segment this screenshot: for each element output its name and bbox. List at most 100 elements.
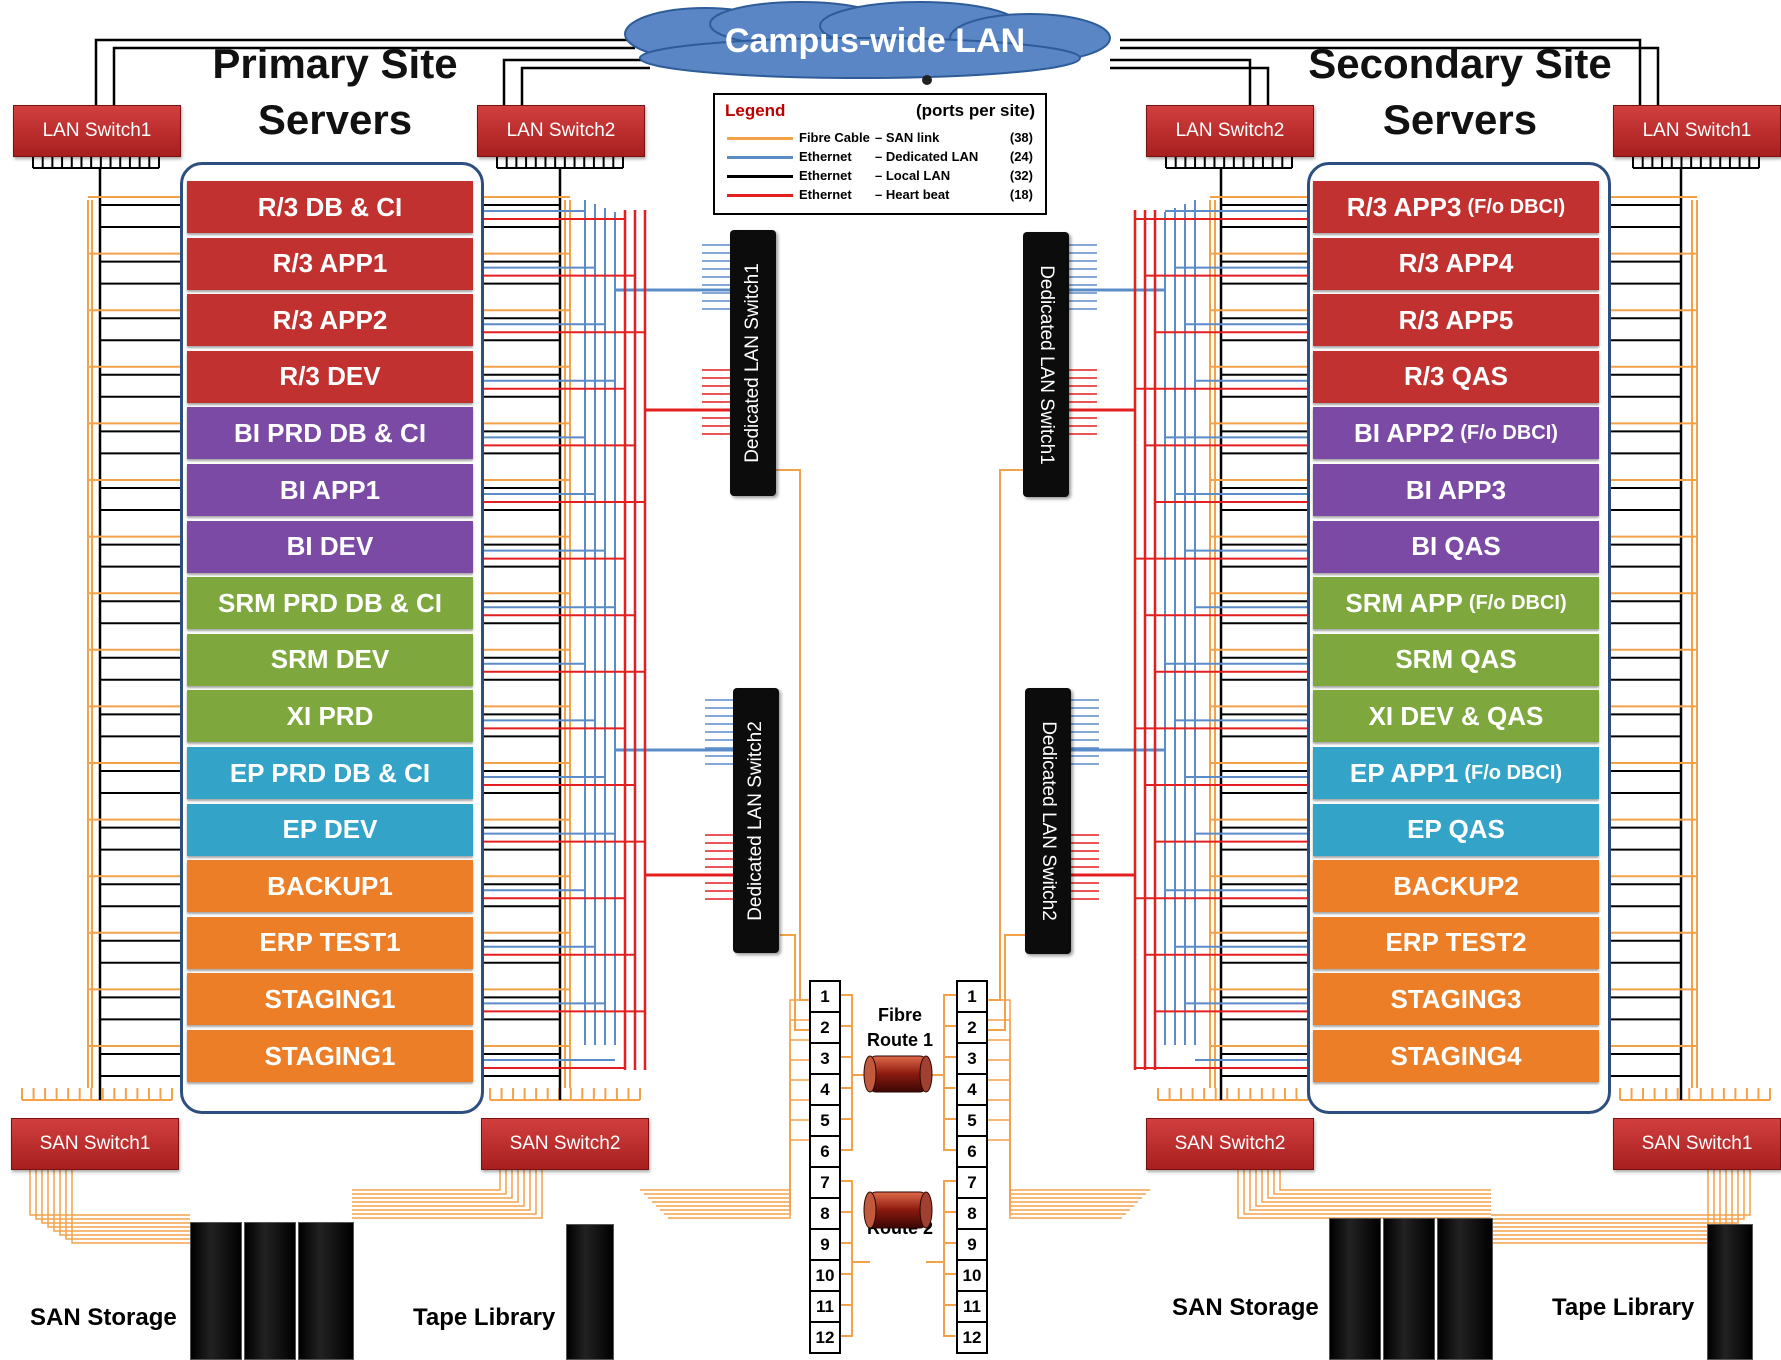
secondary-server-block: SRM QAS	[1313, 633, 1599, 686]
secondary-server-block: R/3 APP5	[1313, 294, 1599, 347]
server-label: BACKUP1	[267, 870, 393, 901]
primary-server-block: STAGING1	[187, 1030, 473, 1082]
secondary-server-block: BI APP2(F/o DBCI)	[1313, 407, 1599, 460]
san-storage-link	[988, 1119, 1126, 1215]
legend-row-desc: – Heart beat	[875, 187, 950, 202]
server-label: BI APP1	[279, 474, 381, 505]
patch-port: 7	[811, 1168, 839, 1199]
san-storage-link	[1491, 1168, 1751, 1216]
server-label: BI QAS	[1411, 531, 1501, 562]
legend-row-type: Ethernet	[799, 149, 852, 164]
secondary-lan-switch1: LAN Switch1	[1613, 105, 1781, 157]
legend-row-desc: – Dedicated LAN	[875, 149, 979, 164]
heartbeat-line-swatch	[727, 194, 793, 197]
san-storage-link	[71, 1168, 190, 1244]
legend-row-count: (32)	[1009, 168, 1033, 183]
primary-server-block: BI PRD DB & CI	[187, 407, 473, 460]
secondary-san-switch2: SAN Switch2	[1146, 1118, 1314, 1170]
server-label: R/3 QAS	[1403, 361, 1509, 392]
uplink-cable	[502, 58, 650, 105]
primary-title-line2: Servers	[257, 96, 413, 143]
secondary-server-block: ERP TEST2	[1313, 916, 1599, 969]
legend-row-count: (18)	[1009, 187, 1033, 202]
server-label: BI PRD DB & CI	[233, 417, 427, 448]
secondary-site-title: Secondary Site Servers	[1300, 36, 1620, 148]
dedicated-switch-label: Dedicated LAN Switch1	[1036, 264, 1057, 465]
primary-site-title: Primary Site Servers	[195, 36, 475, 148]
server-label: SRM APP	[1345, 587, 1463, 618]
san-storage-link	[352, 1168, 543, 1219]
san-storage-link	[988, 999, 1150, 1191]
san-storage-link	[1267, 1168, 1491, 1199]
legend-title: Legend	[725, 101, 786, 120]
primary-server-block: XI PRD	[187, 690, 473, 743]
primary-server-block: R/3 APP1	[187, 237, 473, 290]
san-storage-link	[29, 1168, 190, 1216]
san-storage-link	[1491, 1168, 1721, 1236]
patch-port: 11	[811, 1292, 839, 1323]
patch-port: 10	[958, 1261, 986, 1292]
san-storage-link	[640, 999, 809, 1191]
patch-port: 6	[958, 1137, 986, 1168]
san-storage-link	[352, 1168, 537, 1215]
secondary-san-storage-unit	[1437, 1218, 1493, 1360]
secondary-server-block: BACKUP2	[1313, 860, 1599, 913]
secondary-server-block: R/3 QAS	[1313, 350, 1599, 403]
dedicated-switch-label: Dedicated LAN Switch2	[745, 720, 766, 921]
patch-port: 5	[811, 1106, 839, 1137]
secondary-tape-library-unit	[1707, 1224, 1753, 1360]
san-storage-link	[988, 1019, 1146, 1195]
uplink-cable	[1110, 58, 1252, 105]
fibre-link	[841, 1261, 870, 1337]
local-line-swatch	[727, 175, 793, 178]
server-label: SRM QAS	[1395, 644, 1517, 675]
san-storage-link	[352, 1168, 519, 1203]
fibre-link	[926, 1261, 956, 1337]
uplink-cable	[1110, 66, 1270, 105]
primary-san-storage-unit	[298, 1222, 354, 1360]
route1-line2: Route 1	[866, 1030, 933, 1050]
server-label: ERP TEST1	[259, 927, 401, 958]
server-label: STAGING3	[1390, 983, 1522, 1014]
server-label: SRM PRD DB & CI	[218, 587, 442, 618]
server-label: BACKUP2	[1393, 870, 1519, 901]
patch-port: 2	[958, 1013, 986, 1044]
uplink-cable	[520, 66, 650, 105]
secondary-server-block: EP APP1(F/o DBCI)	[1313, 747, 1599, 799]
fibre-link	[780, 934, 809, 1031]
san-storage-link	[65, 1168, 190, 1240]
san-storage-link	[47, 1168, 190, 1228]
legend-row-type: Ethernet	[799, 168, 852, 183]
server-label: R/3 APP3	[1346, 191, 1462, 222]
server-failover-note: (F/o DBCI)	[1467, 195, 1566, 218]
san-storage-link	[656, 1079, 809, 1207]
server-label: XI DEV & QAS	[1368, 700, 1544, 731]
legend-box: Legend (ports per site) Fibre Cable – SA…	[713, 93, 1047, 215]
fibre-route1-spool-icon	[863, 1055, 933, 1093]
server-label: ERP TEST2	[1385, 927, 1527, 958]
primary-server-block: BI APP1	[187, 464, 473, 516]
primary-server-block: ERP TEST1	[187, 916, 473, 969]
server-label: R/3 DB & CI	[257, 191, 403, 222]
san-storage-link	[59, 1168, 190, 1236]
primary-tape-library-unit	[566, 1224, 614, 1360]
secondary-server-block: R/3 APP4	[1313, 237, 1599, 290]
legend-row-count: (24)	[1009, 149, 1033, 164]
server-failover-note: (F/o DBCI)	[1460, 421, 1558, 444]
patch-port: 10	[811, 1261, 839, 1292]
server-label: R/3 DEV	[279, 361, 381, 392]
primary-tape-library-label: Tape Library	[413, 1304, 556, 1331]
san-storage-link	[668, 1139, 809, 1219]
legend-row-desc: – Local LAN	[875, 168, 951, 183]
san-storage-link	[352, 1168, 525, 1207]
legend-row-type: Fibre Cable	[799, 130, 870, 145]
server-label: BI APP3	[1405, 474, 1507, 505]
secondary-title-line2: Servers	[1382, 96, 1538, 143]
campus-lan-label: Campus-wide LAN	[724, 22, 1026, 60]
primary-server-block: BACKUP1	[187, 860, 473, 913]
legend-row-heartbeat: Ethernet – Heart beat (18)	[715, 186, 1045, 205]
san-storage-link	[352, 1168, 531, 1211]
secondary-san-switch1: SAN Switch1	[1613, 1118, 1781, 1170]
server-label: STAGING1	[264, 1040, 396, 1071]
